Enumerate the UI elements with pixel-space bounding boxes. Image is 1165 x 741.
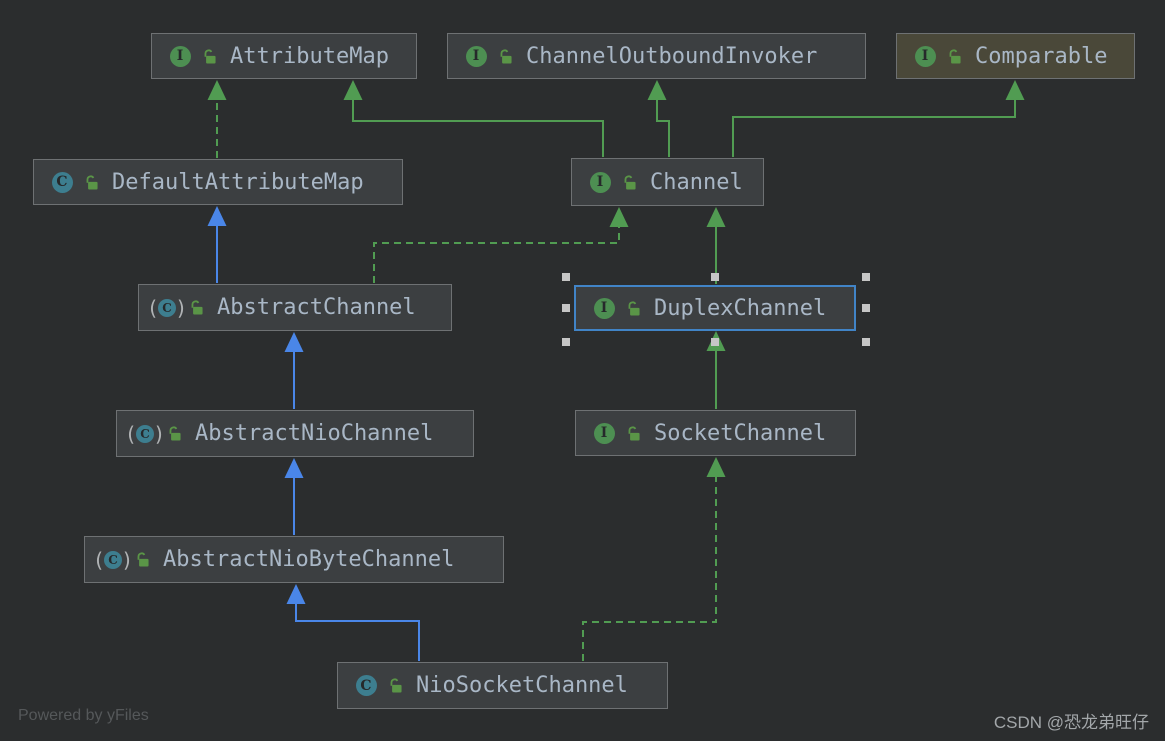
node-label: AbstractNioByteChannel [163, 547, 455, 572]
node-label: AbstractNioChannel [195, 421, 434, 446]
public-lock-icon [134, 551, 151, 568]
node-label: Comparable [975, 43, 1108, 69]
public-lock-icon [497, 48, 514, 65]
edge-abstractniobytechannel-to-abstractniochannel-arrowhead [284, 458, 304, 478]
node-label: NioSocketChannel [416, 673, 628, 698]
node-label: Channel [650, 169, 743, 195]
edge-channel-to-comparable-arrowhead [1005, 80, 1025, 100]
edge-niosocketchannel-to-socketchannel-arrowhead [706, 457, 726, 477]
selection-handle[interactable] [562, 273, 570, 281]
selection-handle[interactable] [862, 273, 870, 281]
selection-handle[interactable] [862, 338, 870, 346]
edge-channel-to-channeloutboundinvoker[interactable] [656, 100, 670, 157]
edge-abstractchannel-to-channel[interactable] [373, 227, 620, 283]
edge-abstractchannel-to-defaultattributemap-arrowhead [207, 206, 227, 226]
edge-defaultattributemap-to-attributemap-arrowhead [207, 80, 227, 100]
node-label: AttributeMap [230, 43, 389, 69]
node-duplexchannel[interactable]: I DuplexChannel [574, 285, 856, 331]
public-lock-icon [625, 425, 642, 442]
edge-channel-to-attributemap[interactable] [352, 100, 604, 157]
public-lock-icon [621, 174, 638, 191]
public-lock-icon [83, 174, 100, 191]
edge-abstractniochannel-to-abstractchannel-arrowhead [284, 332, 304, 352]
selection-handle[interactable] [711, 338, 719, 346]
public-lock-icon [188, 299, 205, 316]
yfiles-watermark: Powered by yFiles [18, 707, 149, 724]
node-abstractniobytechannel[interactable]: (C) AbstractNioByteChannel [84, 536, 504, 583]
interface-icon: I [586, 297, 622, 319]
node-label: SocketChannel [654, 420, 827, 446]
node-defaultattributemap[interactable]: C DefaultAttributeMap [33, 159, 403, 205]
public-lock-icon [625, 300, 642, 317]
csdn-watermark: CSDN @恐龙弟旺仔 [993, 713, 1149, 732]
node-abstractchannel[interactable]: (C) AbstractChannel [138, 284, 452, 331]
node-label: AbstractChannel [217, 295, 416, 320]
edge-niosocketchannel-to-socketchannel[interactable] [582, 477, 717, 661]
interface-icon: I [582, 171, 618, 193]
edge-niosocketchannel-to-abstractniobytechannel[interactable] [295, 604, 420, 661]
interface-icon: I [907, 45, 943, 67]
interface-icon: I [458, 45, 494, 67]
abstract-class-icon: (C) [149, 295, 185, 320]
class-icon: C [348, 675, 384, 696]
node-niosocketchannel[interactable]: C NioSocketChannel [337, 662, 668, 709]
selection-handle[interactable] [711, 273, 719, 281]
class-icon: C [44, 171, 80, 193]
abstract-class-icon: (C) [95, 547, 131, 572]
selection-handle[interactable] [862, 304, 870, 312]
interface-icon: I [162, 45, 198, 67]
edge-duplexchannel-to-channel-arrowhead [706, 207, 726, 227]
edge-niosocketchannel-to-abstractniobytechannel-arrowhead [286, 584, 306, 604]
node-abstractniochannel[interactable]: (C) AbstractNioChannel [116, 410, 474, 457]
edge-channel-to-channeloutboundinvoker-arrowhead [647, 80, 667, 100]
public-lock-icon [201, 48, 218, 65]
selection-handle[interactable] [562, 338, 570, 346]
interface-icon: I [586, 422, 622, 444]
node-socketchannel[interactable]: I SocketChannel [575, 410, 856, 456]
public-lock-icon [946, 48, 963, 65]
selection-handle[interactable] [562, 304, 570, 312]
node-comparable[interactable]: I Comparable [896, 33, 1135, 79]
node-label: ChannelOutboundInvoker [526, 43, 818, 69]
node-attributemap[interactable]: I AttributeMap [151, 33, 417, 79]
edge-channel-to-comparable[interactable] [732, 100, 1016, 157]
node-channel[interactable]: I Channel [571, 158, 764, 206]
node-label: DuplexChannel [654, 295, 827, 321]
node-channeloutboundinvoker[interactable]: I ChannelOutboundInvoker [447, 33, 866, 79]
abstract-class-icon: (C) [127, 421, 163, 446]
edge-channel-to-attributemap-arrowhead [343, 80, 363, 100]
node-label: DefaultAttributeMap [112, 169, 364, 195]
edge-abstractchannel-to-channel-arrowhead [609, 207, 629, 227]
public-lock-icon [387, 677, 404, 694]
public-lock-icon [166, 425, 183, 442]
